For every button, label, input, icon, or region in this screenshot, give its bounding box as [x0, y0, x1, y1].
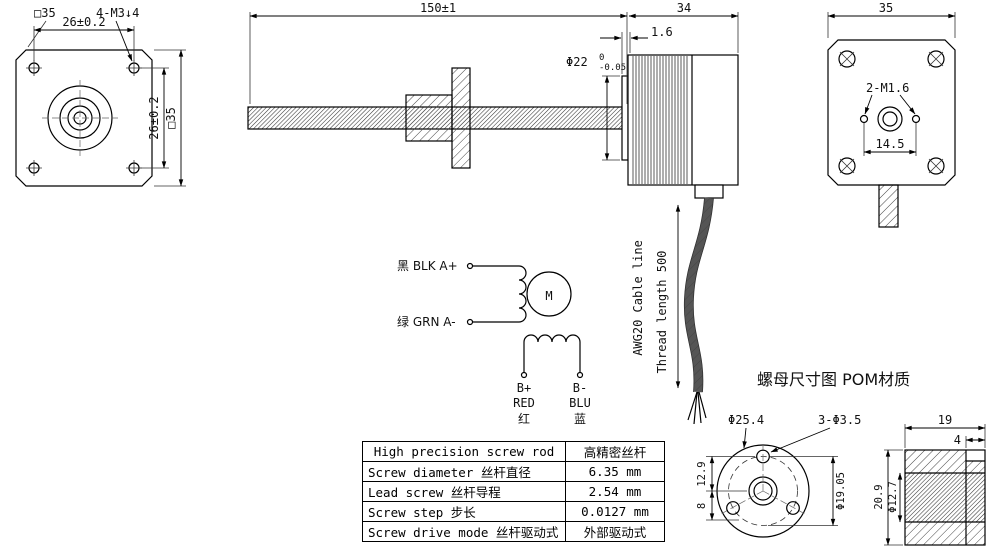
front-dimensions: □35 26±0.2 4-M3↓4 26±0.2 □35: [27, 6, 186, 187]
dim-nut-bottom-offset: 8: [696, 503, 708, 509]
term-b-plus-cn: 红: [518, 411, 530, 426]
table-row: Screw step 步长 0.0127 mm: [362, 501, 665, 522]
motor-symbol-circle: [526, 271, 572, 317]
table-row: Lead screw 丝杆导程 2.54 mm: [362, 481, 665, 502]
term-b-minus: B-: [573, 381, 587, 395]
nut-section-dimensions: 19 4 20.9 Φ12.7: [873, 413, 986, 546]
label-lead-a-plus: 黑 BLK A+: [397, 259, 458, 273]
cable: [683, 197, 714, 425]
dim-nut-holes: 3-Φ3.5: [818, 413, 861, 427]
phase-coil-b: [523, 334, 581, 343]
table-row: Screw diameter 丝杆直径 6.35 mm: [362, 461, 665, 482]
term-b-minus-color: BLU: [569, 396, 591, 410]
dim-nut-bore: Φ12.7: [887, 481, 899, 513]
label-lead-a-minus: 绿 GRN A-: [397, 314, 456, 329]
phase-coil-a: [518, 265, 527, 323]
rear-dimensions: 2-M1.6 14.5: [863, 81, 917, 156]
side-dimensions: 150±1 34 1.6 Φ22 0 -0.05 AWG20 Cable lin…: [249, 1, 739, 389]
spec-label-cell: Screw drive mode 丝杆驱动式: [362, 521, 566, 542]
spec-value-cell: 高精密丝杆: [565, 441, 665, 462]
dim-nut-length: 19: [938, 413, 952, 427]
spec-value-cell: 2.54 mm: [565, 481, 665, 502]
dim-nut-hole-offset: 12.9: [696, 461, 708, 486]
spec-label-cell: Screw step 步长: [362, 501, 566, 522]
spec-value-cell: 外部驱动式: [565, 521, 665, 542]
dim-motor-length: 34: [677, 1, 691, 15]
cable-clamp: [694, 184, 724, 199]
nut-section-view: [904, 449, 986, 546]
dim-pilot-tol-upper: 0: [599, 53, 604, 63]
label-rear-holes: 2-M1.6: [866, 81, 909, 95]
dim-screw-length: 150±1: [420, 1, 456, 15]
side-view: 150±1 34 1.6 Φ22 0 -0.05 AWG20 Cable lin…: [247, 1, 739, 425]
wiring-diagram: 黑 BLK A+ 绿 GRN A- M B+ RED 红 B- BLU 蓝: [397, 259, 591, 426]
spec-label-cell: Lead screw 丝杆导程: [362, 481, 566, 502]
label-thread-length: Thread length 500: [655, 251, 669, 374]
rear-view: 35 2-M1.6 14.5: [827, 1, 956, 228]
front-view: □35 26±0.2 4-M3↓4 26±0.2 □35: [15, 6, 186, 187]
lead-screw-nut: [405, 67, 471, 169]
dim-boss-thickness: 1.6: [651, 25, 673, 39]
dim-hole-spacing-top: 26±0.2: [62, 15, 105, 29]
dim-nut-outer: Φ25.4: [728, 413, 764, 427]
label-cable-awg: AWG20 Cable line: [631, 240, 645, 356]
dim-rear-hole-spacing: 14.5: [876, 137, 905, 151]
rear-corner-screws: [838, 50, 945, 175]
table-row: Screw drive mode 丝杆驱动式 外部驱动式: [362, 521, 665, 542]
term-b-plus: B+: [517, 381, 531, 395]
dim-nut-bolt-circle: Φ19.05: [835, 472, 847, 510]
dim-hole-spacing-right: 26±0.2: [147, 96, 161, 139]
spec-label-cell: Screw diameter 丝杆直径: [362, 461, 566, 482]
dim-square-top: □35: [34, 6, 56, 20]
spec-value-cell: 0.0127 mm: [565, 501, 665, 522]
term-b-plus-color: RED: [513, 396, 535, 410]
nut-drawing: 螺母尺寸图 POM材质 Φ25.4 3-Φ3.5 12.9 8: [696, 370, 986, 546]
nut-face-view: [716, 441, 810, 538]
motor-body: [627, 54, 739, 199]
spec-table: High precision screw rod 高精密丝杆 Screw dia…: [362, 441, 665, 542]
rear-cable-tab: [878, 184, 899, 228]
table-row: High precision screw rod 高精密丝杆: [362, 441, 665, 462]
front-mounting-holes: [26, 60, 142, 176]
label-front-holes: 4-M3↓4: [96, 6, 139, 20]
nut-drawing-title: 螺母尺寸图 POM材质: [757, 370, 910, 389]
nut-face-dimensions: Φ25.4 3-Φ3.5 12.9 8 Φ19.05: [696, 413, 861, 526]
dim-square-right: □35: [164, 107, 178, 129]
dim-nut-height: 20.9: [873, 484, 885, 509]
cable-wire-ends: [687, 391, 707, 425]
front-boss-circles: [42, 80, 118, 156]
term-b-minus-cn: 蓝: [574, 412, 586, 426]
spec-value-cell: 6.35 mm: [565, 461, 665, 482]
rear-center-bore: [859, 106, 921, 132]
dim-pilot-diameter: Φ22: [566, 55, 588, 69]
dim-nut-flange: 4: [954, 433, 961, 447]
dim-pilot-tol-lower: -0.05: [599, 63, 626, 73]
spec-label-cell: High precision screw rod: [362, 441, 566, 462]
dim-rear-width: 35: [879, 1, 893, 15]
motor-symbol-letter: M: [545, 289, 552, 303]
